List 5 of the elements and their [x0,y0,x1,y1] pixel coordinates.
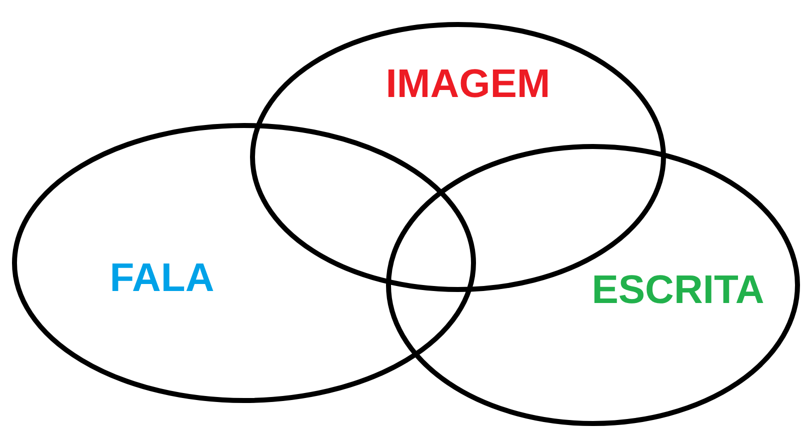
set-label: IMAGEM [386,64,550,104]
venn-ellipse [386,144,800,426]
set-label: FALA [110,258,214,298]
venn-ellipse [12,123,476,403]
set-label: ESCRITA [592,270,764,310]
